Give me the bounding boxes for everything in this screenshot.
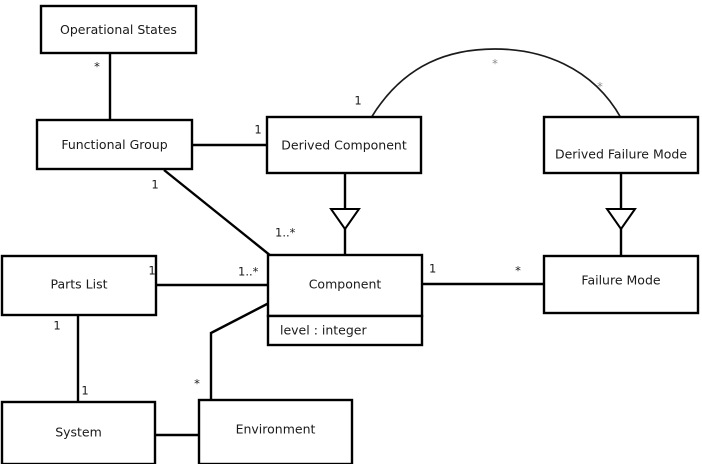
class-name-system: System	[55, 425, 102, 440]
multiplicity-component-functional-group: 1..*	[275, 226, 296, 240]
multiplicity-failure-mode-component: *	[515, 264, 521, 278]
multiplicity-functional-group-derived-component: 1	[254, 123, 261, 137]
class-box-component[interactable]: Component level : integer	[266, 253, 424, 347]
multiplicity-arc-apex-marker: *	[492, 57, 498, 71]
class-box-rect-functional-group	[35, 118, 194, 171]
multiplicity-system-parts-list: 1	[81, 384, 88, 398]
class-box-rect-operational-states	[39, 4, 198, 55]
class-box-rect-derived-failure-mode	[542, 115, 700, 175]
class-attribute-compartment-component	[266, 314, 424, 347]
class-box-functional-group[interactable]: Functional Group	[35, 118, 194, 171]
multiplicity-environment-component: *	[194, 377, 200, 391]
generalization-triangle-icon-failure-mode	[605, 208, 637, 231]
connector-environment-component-diagonal[interactable]	[210, 301, 270, 335]
class-name-component: Component	[309, 277, 382, 292]
class-box-rect-component	[266, 253, 424, 318]
multiplicity-parts-list-component: 1	[148, 264, 155, 278]
multiplicity-functional-group-component: 1	[151, 178, 158, 192]
class-box-parts-list[interactable]: Parts List	[0, 254, 158, 317]
class-box-rect-environment	[197, 398, 354, 464]
connector-functional-group-component[interactable]	[163, 169, 272, 257]
multiplicity-derived-component-arc: 1	[354, 94, 361, 108]
class-name-operational-states: Operational States	[60, 22, 177, 37]
class-box-rect-derived-component	[265, 115, 423, 175]
class-name-parts-list: Parts List	[50, 277, 107, 292]
class-box-derived-failure-mode[interactable]: Derived Failure Mode	[542, 115, 700, 175]
class-box-rect-failure-mode	[542, 254, 700, 315]
multiplicity-operational-states-functional-group: *	[94, 60, 100, 74]
connector-layer	[76, 48, 637, 437]
class-name-derived-failure-mode: Derived Failure Mode	[555, 147, 687, 162]
class-box-rect-system	[0, 400, 157, 464]
generalization-triangle-icon-component	[329, 208, 361, 231]
connector-derived-component-derived-failure-mode[interactable]	[370, 48, 622, 119]
class-name-derived-component: Derived Component	[281, 138, 407, 153]
multiplicity-component-failure-mode: 1	[429, 262, 436, 276]
multiplicity-derived-failure-mode-arc: *	[597, 80, 603, 94]
class-box-environment[interactable]: Environment	[197, 398, 354, 464]
class-name-environment: Environment	[236, 422, 316, 437]
multiplicity-component-parts-list: 1..*	[238, 265, 259, 279]
class-box-failure-mode[interactable]: Failure Mode	[542, 254, 700, 315]
class-attribute-component-level: level : integer	[280, 323, 367, 338]
class-name-failure-mode: Failure Mode	[581, 273, 660, 288]
class-box-rect-parts-list	[0, 254, 158, 317]
class-box-system[interactable]: System	[0, 400, 157, 464]
multiplicity-parts-list-system: 1	[53, 319, 60, 333]
class-box-derived-component[interactable]: Derived Component	[265, 115, 423, 175]
class-box-operational-states[interactable]: Operational States	[39, 4, 198, 55]
multiplicity-layer: * 1 1 1..* 1 * * 1 1..* 1 * 1 1 *	[53, 57, 603, 398]
class-name-functional-group: Functional Group	[61, 137, 167, 152]
